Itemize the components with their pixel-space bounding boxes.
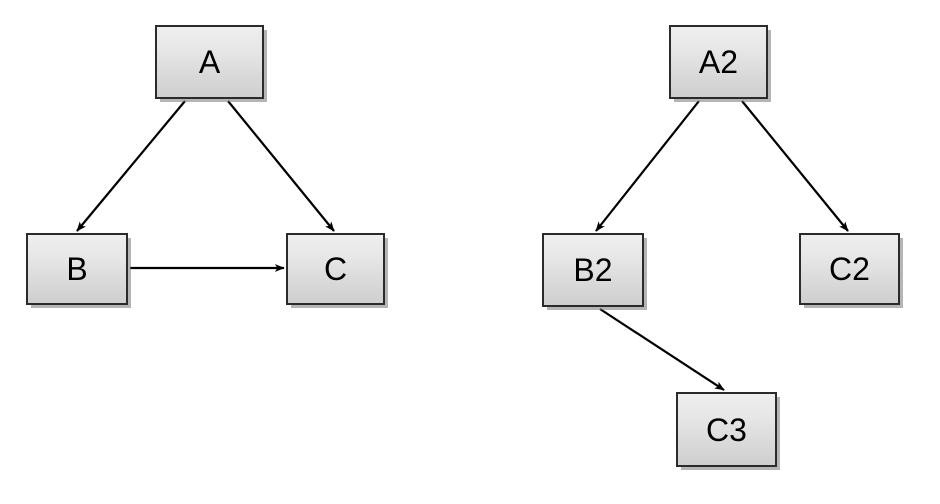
node-b2[interactable]: B2 [542, 233, 644, 307]
node-label: C2 [829, 251, 870, 287]
edge-b2-c3 [599, 308, 725, 391]
node-label: B2 [573, 252, 613, 288]
edge-a2-c2 [741, 100, 849, 232]
node-a2[interactable]: A2 [669, 25, 768, 99]
node-a[interactable]: A [155, 25, 264, 99]
node-label: B [66, 251, 88, 287]
node-c2[interactable]: C2 [799, 233, 900, 305]
node-label: C [323, 251, 348, 287]
edge-a-b [76, 100, 186, 232]
edge-a2-b2 [595, 100, 700, 232]
node-c[interactable]: C [286, 233, 385, 305]
node-c3[interactable]: C3 [676, 392, 777, 467]
node-label: A2 [698, 44, 739, 80]
node-label: A [198, 44, 221, 80]
node-label: C3 [706, 411, 747, 448]
edge-a-c [227, 100, 335, 232]
node-b[interactable]: B [26, 233, 128, 305]
